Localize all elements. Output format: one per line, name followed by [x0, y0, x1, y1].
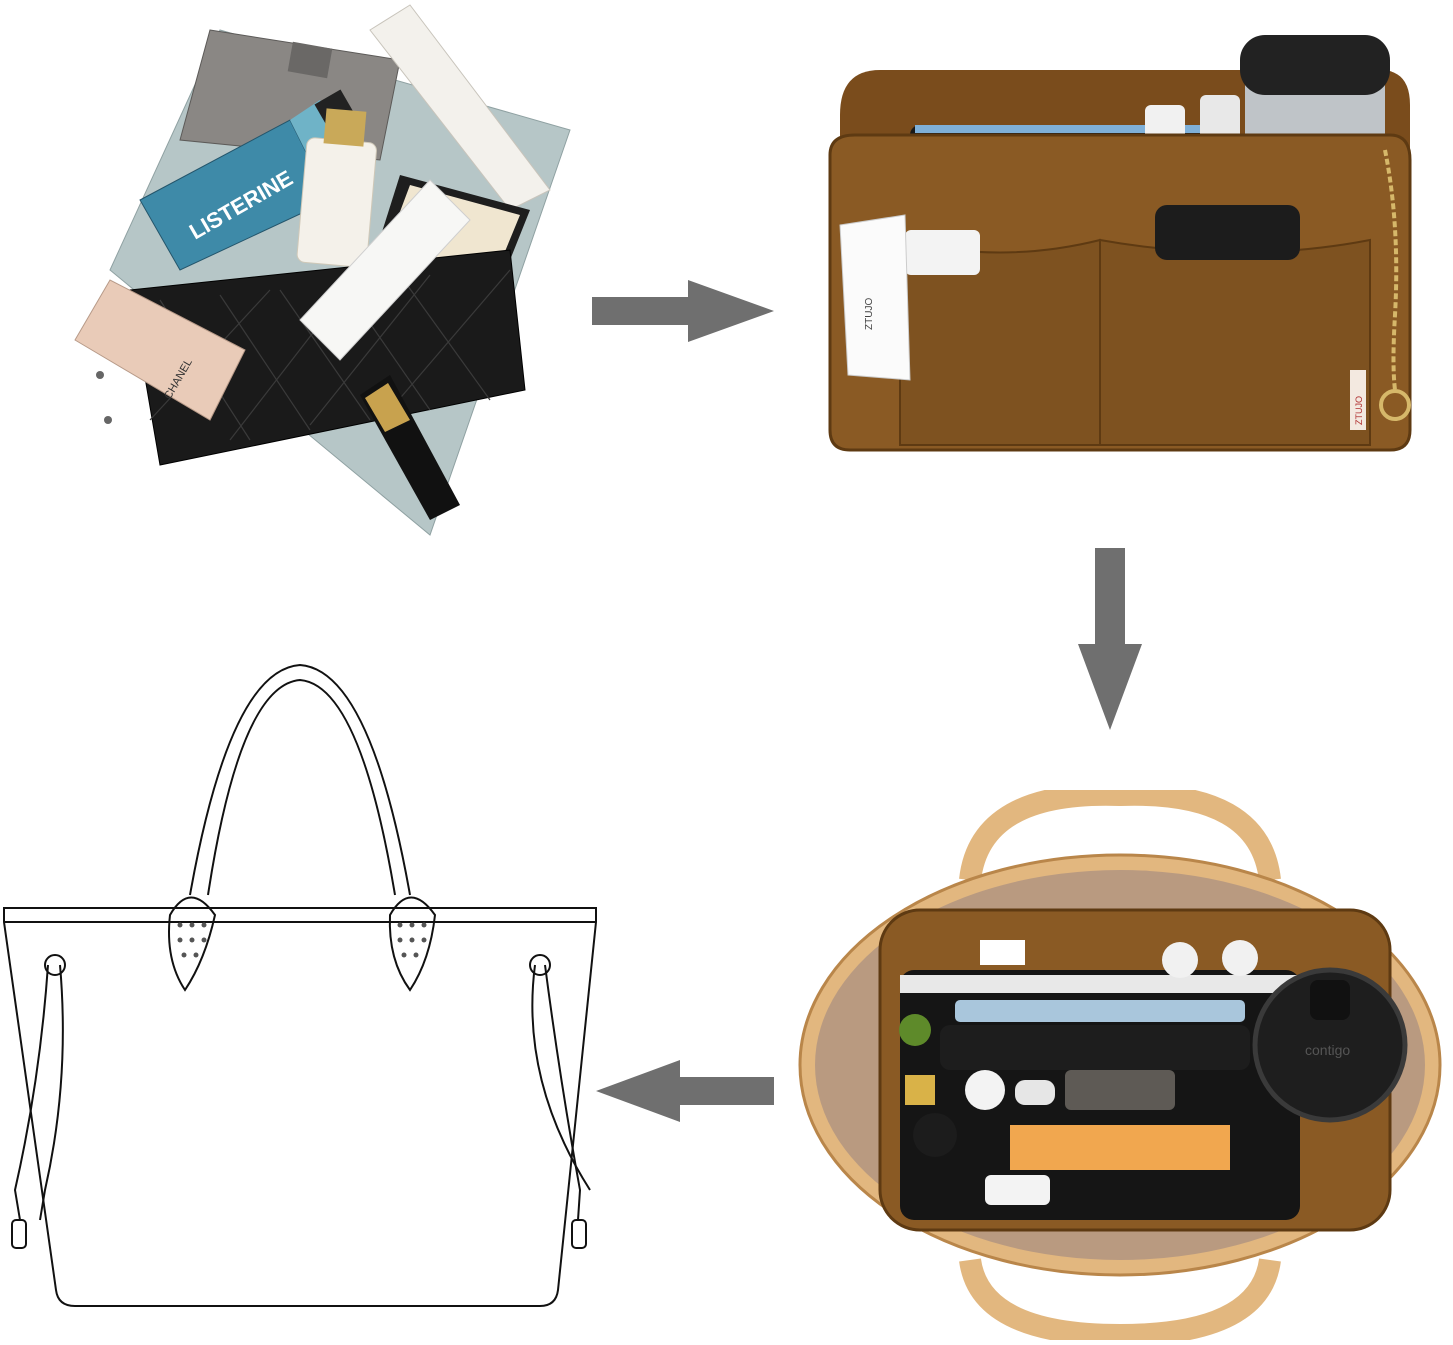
- side-label-text: ZTUJO: [1354, 396, 1364, 425]
- wallet-in-tote: [940, 1025, 1250, 1070]
- organizer-illustration: ZTUJO ZTUJO: [828, 35, 1412, 452]
- side-cord-left: [13, 964, 49, 1221]
- pink-lotion-bottle: [74, 279, 246, 421]
- side-cord-right: [544, 964, 582, 1221]
- small-lotion-bottle: [296, 137, 377, 268]
- handle-outline-inner: [207, 678, 396, 896]
- hang-tag: [839, 214, 911, 381]
- arrow-down-icon: [1078, 548, 1142, 730]
- side-label: [1350, 370, 1366, 430]
- handle-tab-left: [168, 896, 217, 992]
- notebook-in-tote: [900, 975, 1300, 993]
- phone: [1155, 205, 1300, 260]
- tote-top-view-illustration: contigo: [798, 783, 1442, 1345]
- tote-body-outline: [3, 907, 597, 1307]
- grommet-right: [529, 954, 551, 976]
- white-tube: [299, 179, 471, 361]
- travel-mug-lid: [1252, 967, 1408, 1123]
- orange-box: [1010, 1125, 1230, 1170]
- arrow-right-icon: [592, 280, 774, 342]
- key-ring: [1379, 389, 1411, 421]
- keychain-chain: [1383, 149, 1399, 391]
- cord-clasp-left: [11, 1219, 27, 1249]
- tote-outline-illustration: [3, 663, 597, 1307]
- arrow-left-icon: [596, 1060, 774, 1122]
- handle-top: [959, 783, 1281, 882]
- handle-outline-outer: [189, 663, 411, 896]
- cup-brand-text: contigo: [1305, 1042, 1350, 1058]
- grommet-left: [44, 954, 66, 976]
- cord-clasp-right: [571, 1219, 587, 1249]
- tote-with-organizer-image: contigo: [790, 783, 1450, 1345]
- felt-organizer-image: ZTUJO ZTUJO: [810, 25, 1440, 465]
- tote-line-drawing: [0, 660, 610, 1320]
- front-pocket-right: [1099, 238, 1371, 446]
- cream-tube: [369, 4, 551, 211]
- scattered-items-illustration: LISTERINE CHANEL: [74, 4, 571, 536]
- handle-tab-right: [388, 896, 437, 992]
- handle-bottom: [959, 1258, 1281, 1345]
- organizer-tag-text: ZTUJO: [864, 298, 875, 330]
- scattered-items-image: LISTERINE CHANEL: [70, 0, 590, 540]
